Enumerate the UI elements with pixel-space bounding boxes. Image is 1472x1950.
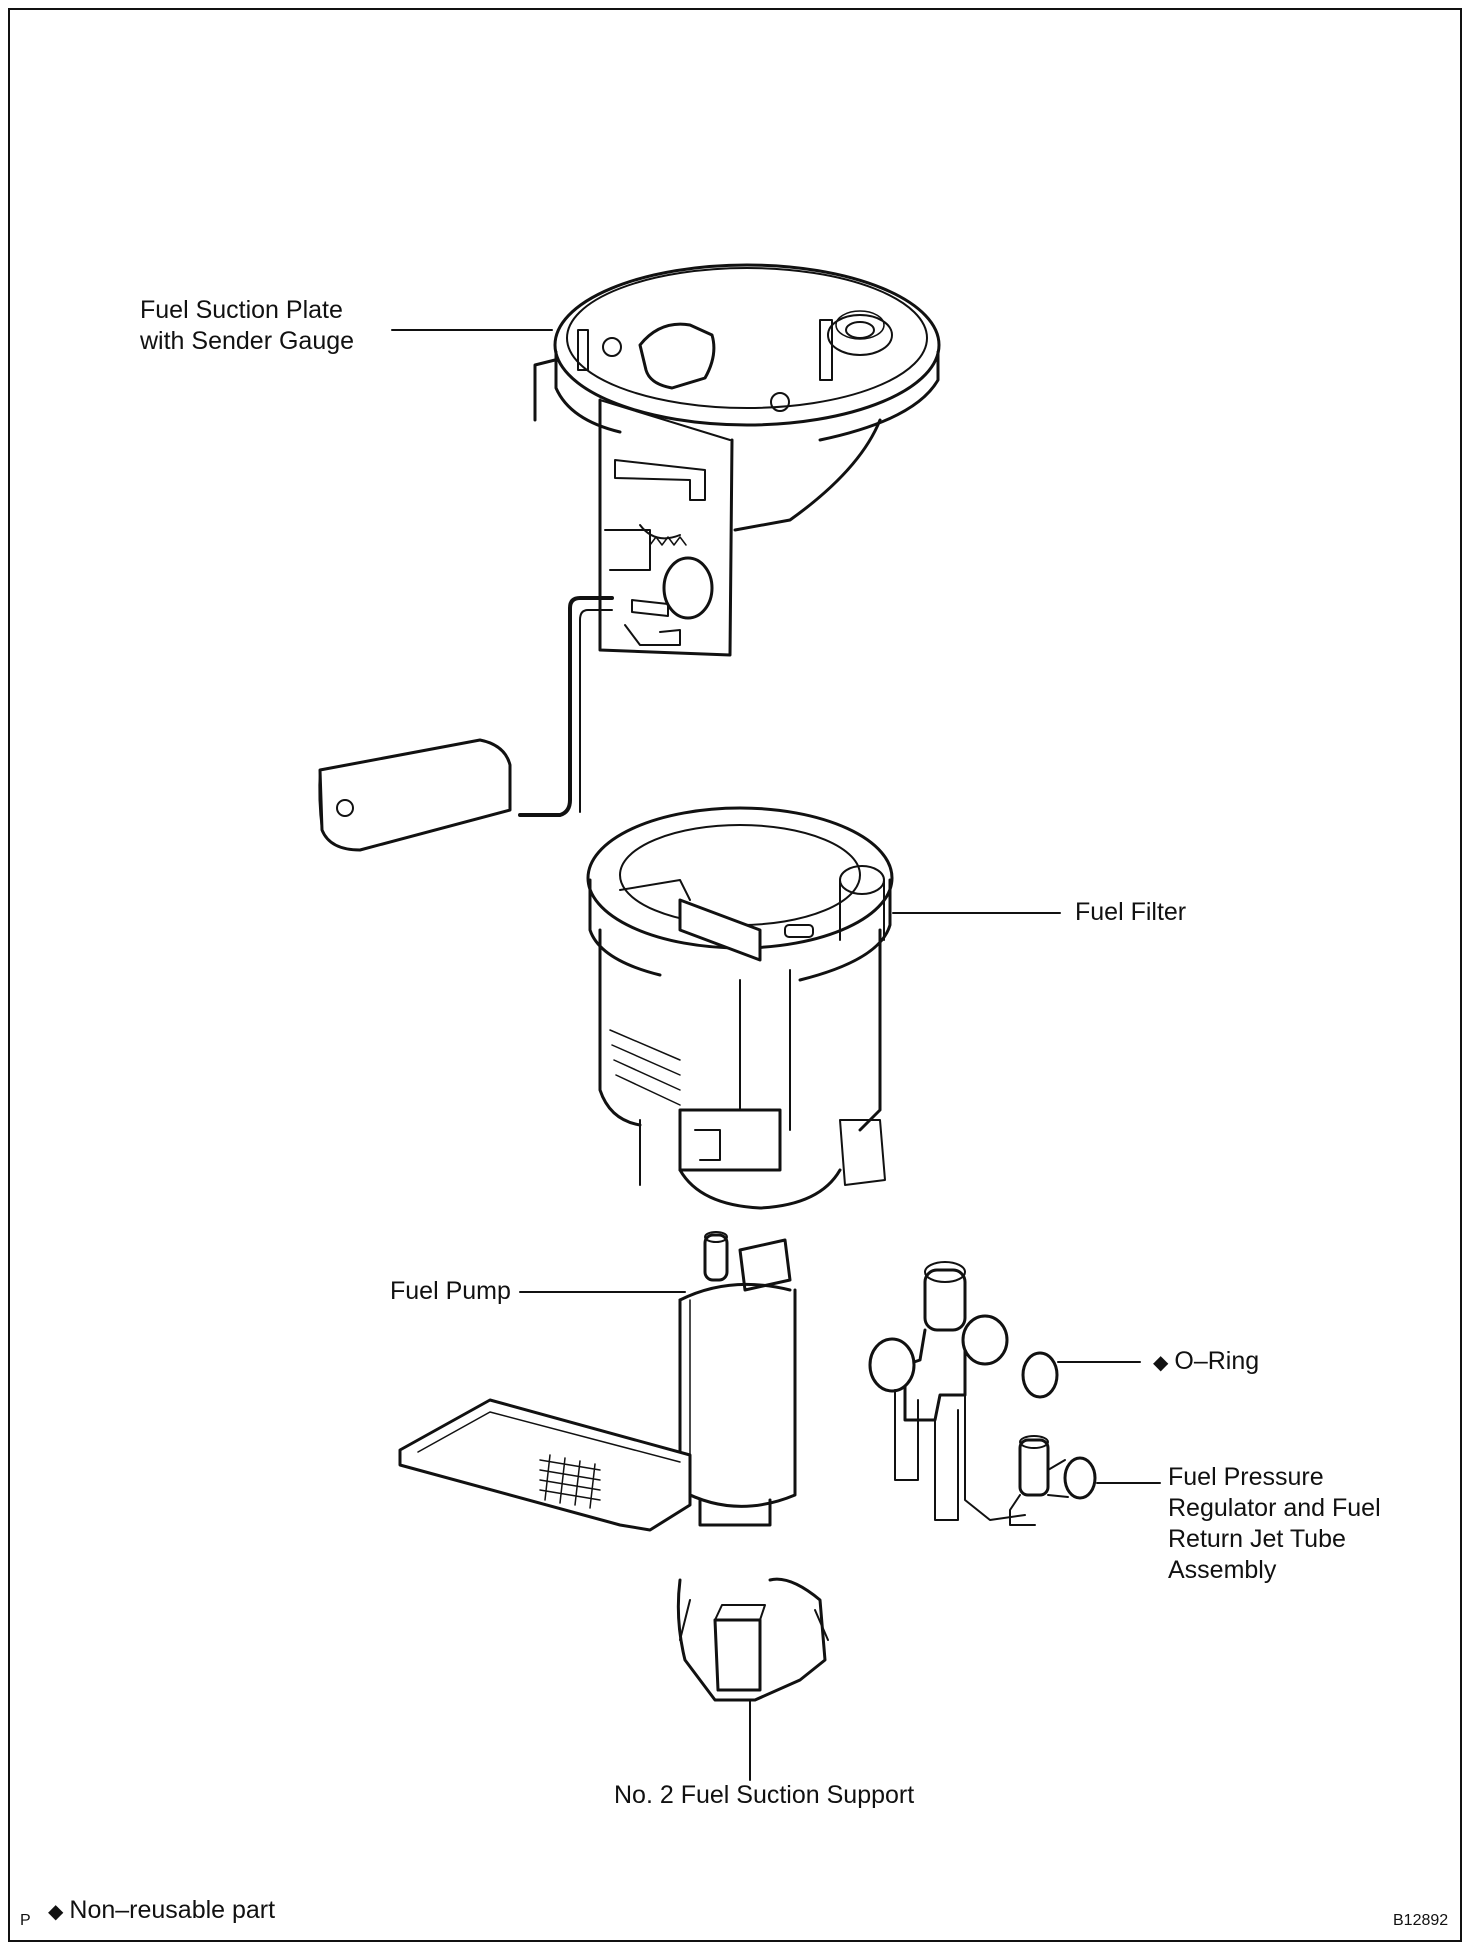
- fuel-suction-plate-illustration: [318, 263, 941, 852]
- non-reusable-mark-icon: ◆: [48, 1901, 64, 1923]
- page-letter: P: [20, 1912, 31, 1929]
- label-fuel-pump: Fuel Pump: [390, 1277, 511, 1305]
- non-reusable-mark-icon: ◆: [1153, 1352, 1169, 1374]
- fuel-filter-illustration: [586, 806, 894, 1210]
- label-o-ring: ◆O–Ring: [1153, 1347, 1260, 1375]
- fuel-suction-support-illustration: [676, 1577, 829, 1702]
- legend-non-reusable: ◆Non–reusable part: [48, 1896, 276, 1924]
- label-fuel-pressure-regulator: Fuel Pressure Regulator and Fuel Return …: [1168, 1463, 1381, 1584]
- figure-id: B12892: [1393, 1912, 1449, 1929]
- diagram-frame: [8, 8, 1462, 1942]
- label-fuel-filter: Fuel Filter: [1075, 898, 1187, 926]
- fuel-pump-illustration: [398, 1231, 797, 1532]
- label-fuel-suction-support: No. 2 Fuel Suction Support: [614, 1781, 915, 1809]
- leader-lines: [391, 329, 1161, 1781]
- fuel-pressure-regulator-illustration: [868, 1261, 1097, 1526]
- label-fuel-suction-plate: Fuel Suction Plate with Sender Gauge: [140, 296, 355, 355]
